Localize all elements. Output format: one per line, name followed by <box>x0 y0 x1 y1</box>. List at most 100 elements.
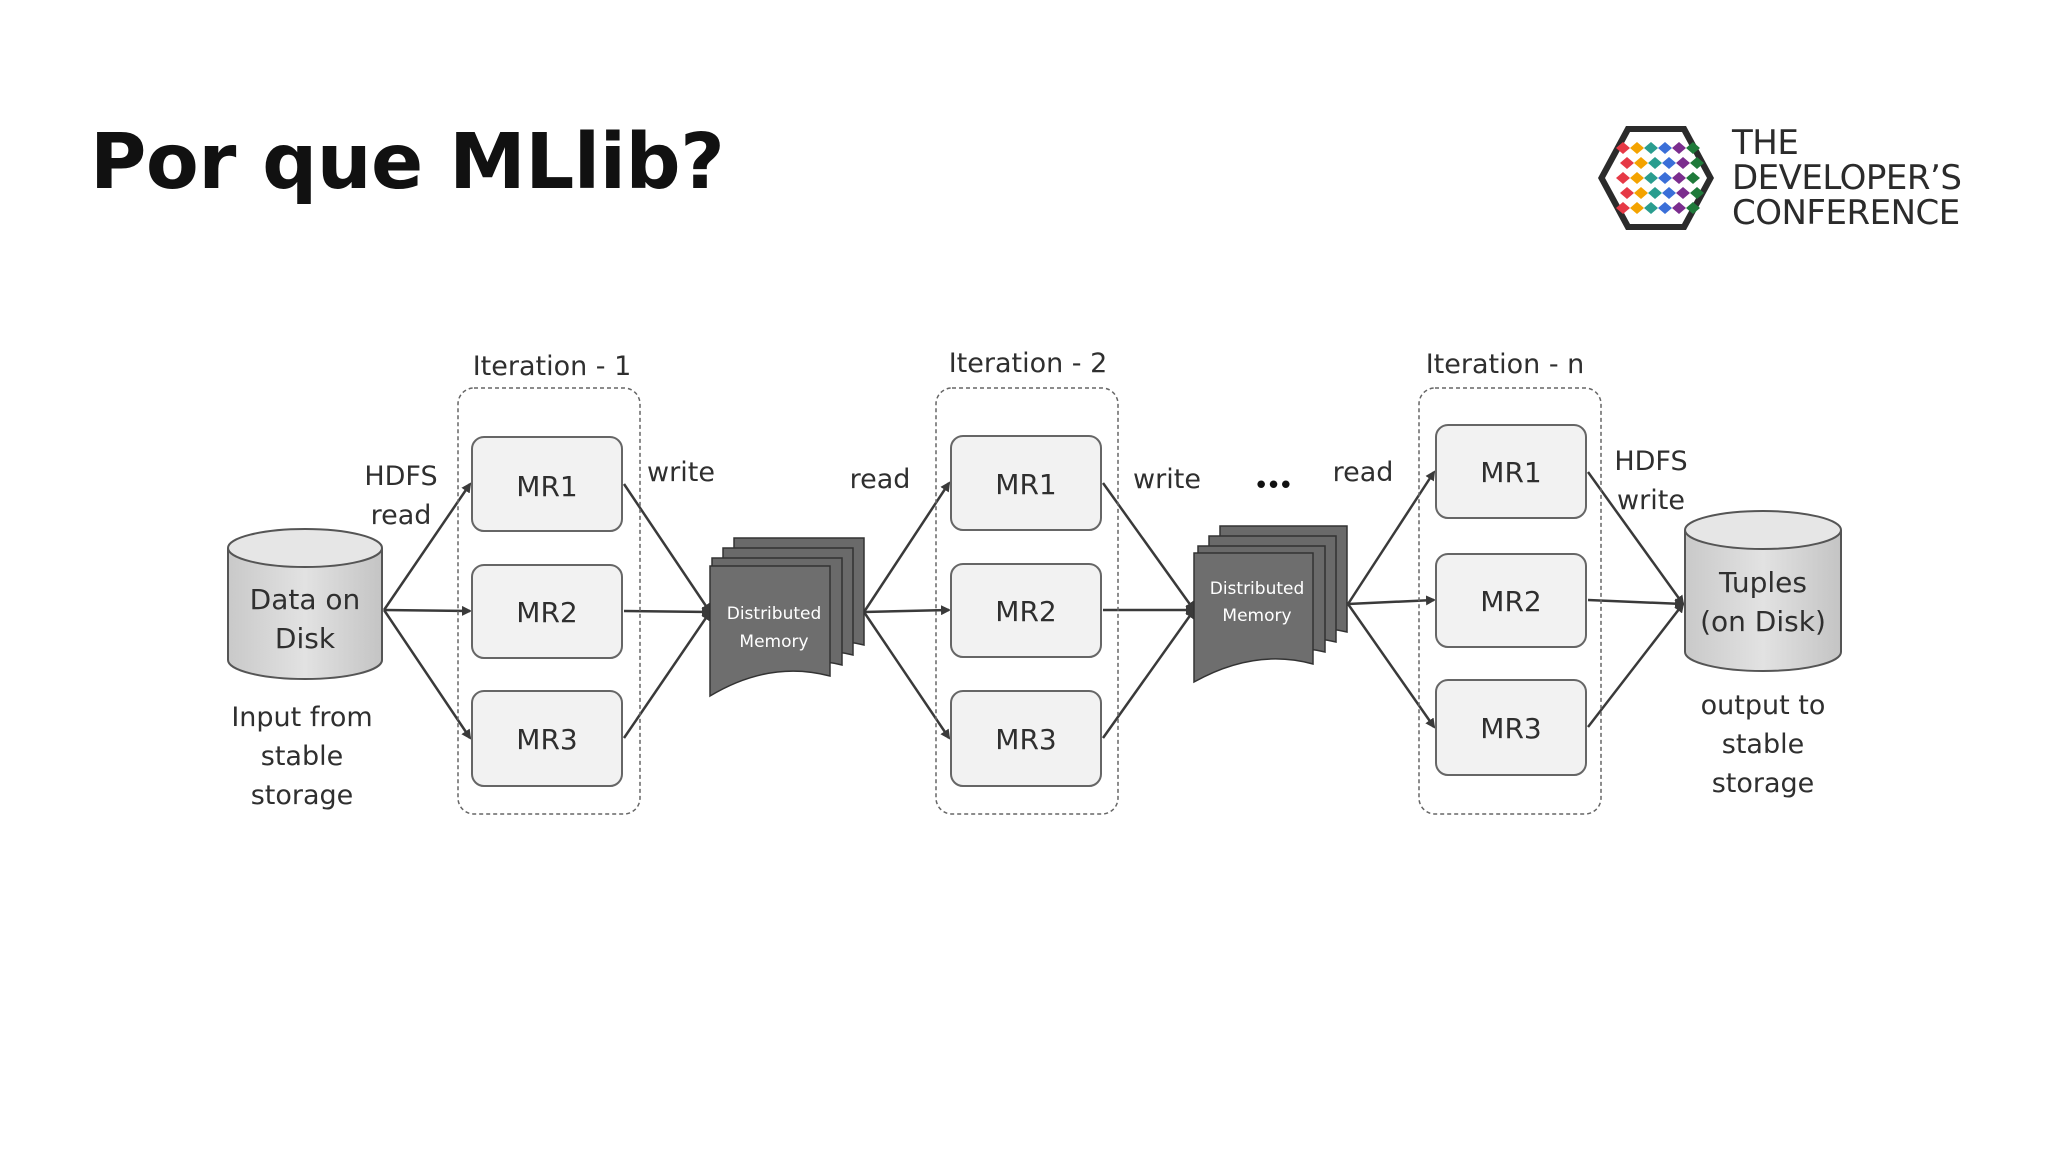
hdfs-write-label-1: HDFS <box>1614 446 1687 477</box>
logo-tile <box>1672 142 1686 154</box>
flow-arrow <box>382 609 472 740</box>
mr-box: MR2 <box>1435 553 1587 648</box>
logo-tile <box>1644 172 1658 184</box>
hdfs-read-label-1: HDFS <box>364 461 437 492</box>
logo-line-2: DEVELOPER’S <box>1732 158 1962 198</box>
output-caption-3: storage <box>1712 768 1815 799</box>
flow-arrow <box>1587 598 1685 609</box>
logo-tile <box>1658 142 1672 154</box>
flow-arrow <box>623 606 712 617</box>
mr-box: MR3 <box>471 690 623 787</box>
logo-tile <box>1630 202 1644 214</box>
flow-arrow <box>862 611 951 740</box>
hdfs-write-label-2: write <box>1617 485 1685 516</box>
ellipsis-label: ••• <box>1253 471 1290 501</box>
flow-arrow <box>862 481 951 613</box>
memory-1-label-1: Distributed <box>727 604 822 624</box>
logo-tile <box>1662 187 1676 199</box>
logo-tile <box>1690 187 1704 199</box>
memory-1-label-2: Memory <box>739 632 808 652</box>
iteration-1: Iteration - 1 MR1 MR2 MR3 <box>457 351 641 815</box>
output-caption-1: output to <box>1701 690 1826 721</box>
mr-box-label: MR1 <box>995 468 1056 501</box>
logo-tile <box>1686 142 1700 154</box>
hdfs-read-label-2: read <box>371 500 432 531</box>
input-caption-2: stable <box>261 741 343 772</box>
flow-arrow <box>1586 471 1685 606</box>
write-label-2: write <box>1133 464 1201 495</box>
logo-tile <box>1644 202 1658 214</box>
read-label-1: read <box>850 464 911 495</box>
flow-arrow <box>863 605 951 616</box>
cube-logo-icon <box>1598 126 1714 230</box>
logo-tile <box>1644 142 1658 154</box>
logo-tile <box>1616 172 1630 184</box>
mr-box-label: MR2 <box>1480 585 1541 618</box>
logo-tile <box>1686 202 1700 214</box>
iteration-n: Iteration - n MR1 MR2 MR3 <box>1418 349 1602 815</box>
logo-tile <box>1630 142 1644 154</box>
mr-box: MR1 <box>471 436 623 532</box>
flow-arrow <box>382 482 472 611</box>
logo-tile <box>1676 157 1690 169</box>
input-disk: Data on Disk <box>227 528 383 680</box>
output-disk-label-1: Tuples <box>1718 566 1807 599</box>
logo-tile <box>1658 202 1672 214</box>
logo-tile <box>1616 142 1630 154</box>
mr-box: MR3 <box>1435 679 1587 776</box>
slide-title: Por que MLlib? <box>90 118 725 207</box>
iteration-2-label: Iteration - 2 <box>949 348 1108 379</box>
input-disk-label-2: Disk <box>275 622 336 655</box>
mr-box-label: MR2 <box>516 596 577 629</box>
read-label-n: read <box>1333 457 1394 488</box>
logo-tile <box>1616 202 1630 214</box>
flow-arrow <box>1347 595 1436 606</box>
memory-2-label-1: Distributed <box>1210 579 1305 599</box>
flow-arrow <box>1587 602 1685 728</box>
logo-tile <box>1658 172 1672 184</box>
logo-line-1: THE <box>1732 123 1799 163</box>
output-disk-label-2: (on Disk) <box>1700 605 1826 638</box>
input-disk-label-1: Data on <box>250 583 361 616</box>
distributed-memory-2: Distributed Memory <box>1193 525 1348 684</box>
logo-tile <box>1672 202 1686 214</box>
input-caption-3: storage <box>251 780 354 811</box>
mr-box: MR2 <box>471 564 623 659</box>
flow-arrow <box>622 610 712 739</box>
flow-arrow <box>1101 482 1196 612</box>
logo-tile <box>1648 187 1662 199</box>
write-label-1: write <box>647 457 715 488</box>
memory-2-label-2: Memory <box>1222 606 1291 626</box>
logo-tile <box>1676 187 1690 199</box>
distributed-memory-1: Distributed Memory <box>709 537 865 698</box>
iteration-n-label: Iteration - n <box>1426 349 1585 380</box>
flow-arrow <box>1346 603 1436 729</box>
flow-arrow <box>1101 608 1196 739</box>
mr-box: MR3 <box>950 690 1102 787</box>
output-caption-2: stable <box>1722 729 1804 760</box>
input-caption-1: Input from <box>231 702 372 733</box>
mr-box-label: MR3 <box>516 723 577 756</box>
flow-arrow <box>1346 470 1436 605</box>
logo-tile <box>1634 157 1648 169</box>
output-disk: Tuples (on Disk) <box>1684 510 1842 672</box>
logo-tile <box>1662 157 1676 169</box>
mr-box: MR1 <box>1435 424 1587 519</box>
iteration-2: Iteration - 2 MR1 MR2 MR3 <box>935 348 1119 815</box>
mr-box: MR2 <box>950 563 1102 658</box>
logo-tile <box>1686 172 1700 184</box>
mr-box: MR1 <box>950 435 1102 531</box>
logo-tile <box>1648 157 1662 169</box>
flow-arrow <box>383 605 472 616</box>
mr-box-label: MR3 <box>995 723 1056 756</box>
flow-arrow <box>622 483 712 614</box>
conference-logo: THE DEVELOPER’S CONFERENCE <box>1596 122 1976 242</box>
logo-tile <box>1634 187 1648 199</box>
logo-tile <box>1630 172 1644 184</box>
mr-box-label: MR3 <box>1480 712 1541 745</box>
logo-tile <box>1672 172 1686 184</box>
mr-box-label: MR1 <box>516 470 577 503</box>
iteration-1-label: Iteration - 1 <box>473 351 632 382</box>
mr-box-label: MR1 <box>1480 456 1541 489</box>
